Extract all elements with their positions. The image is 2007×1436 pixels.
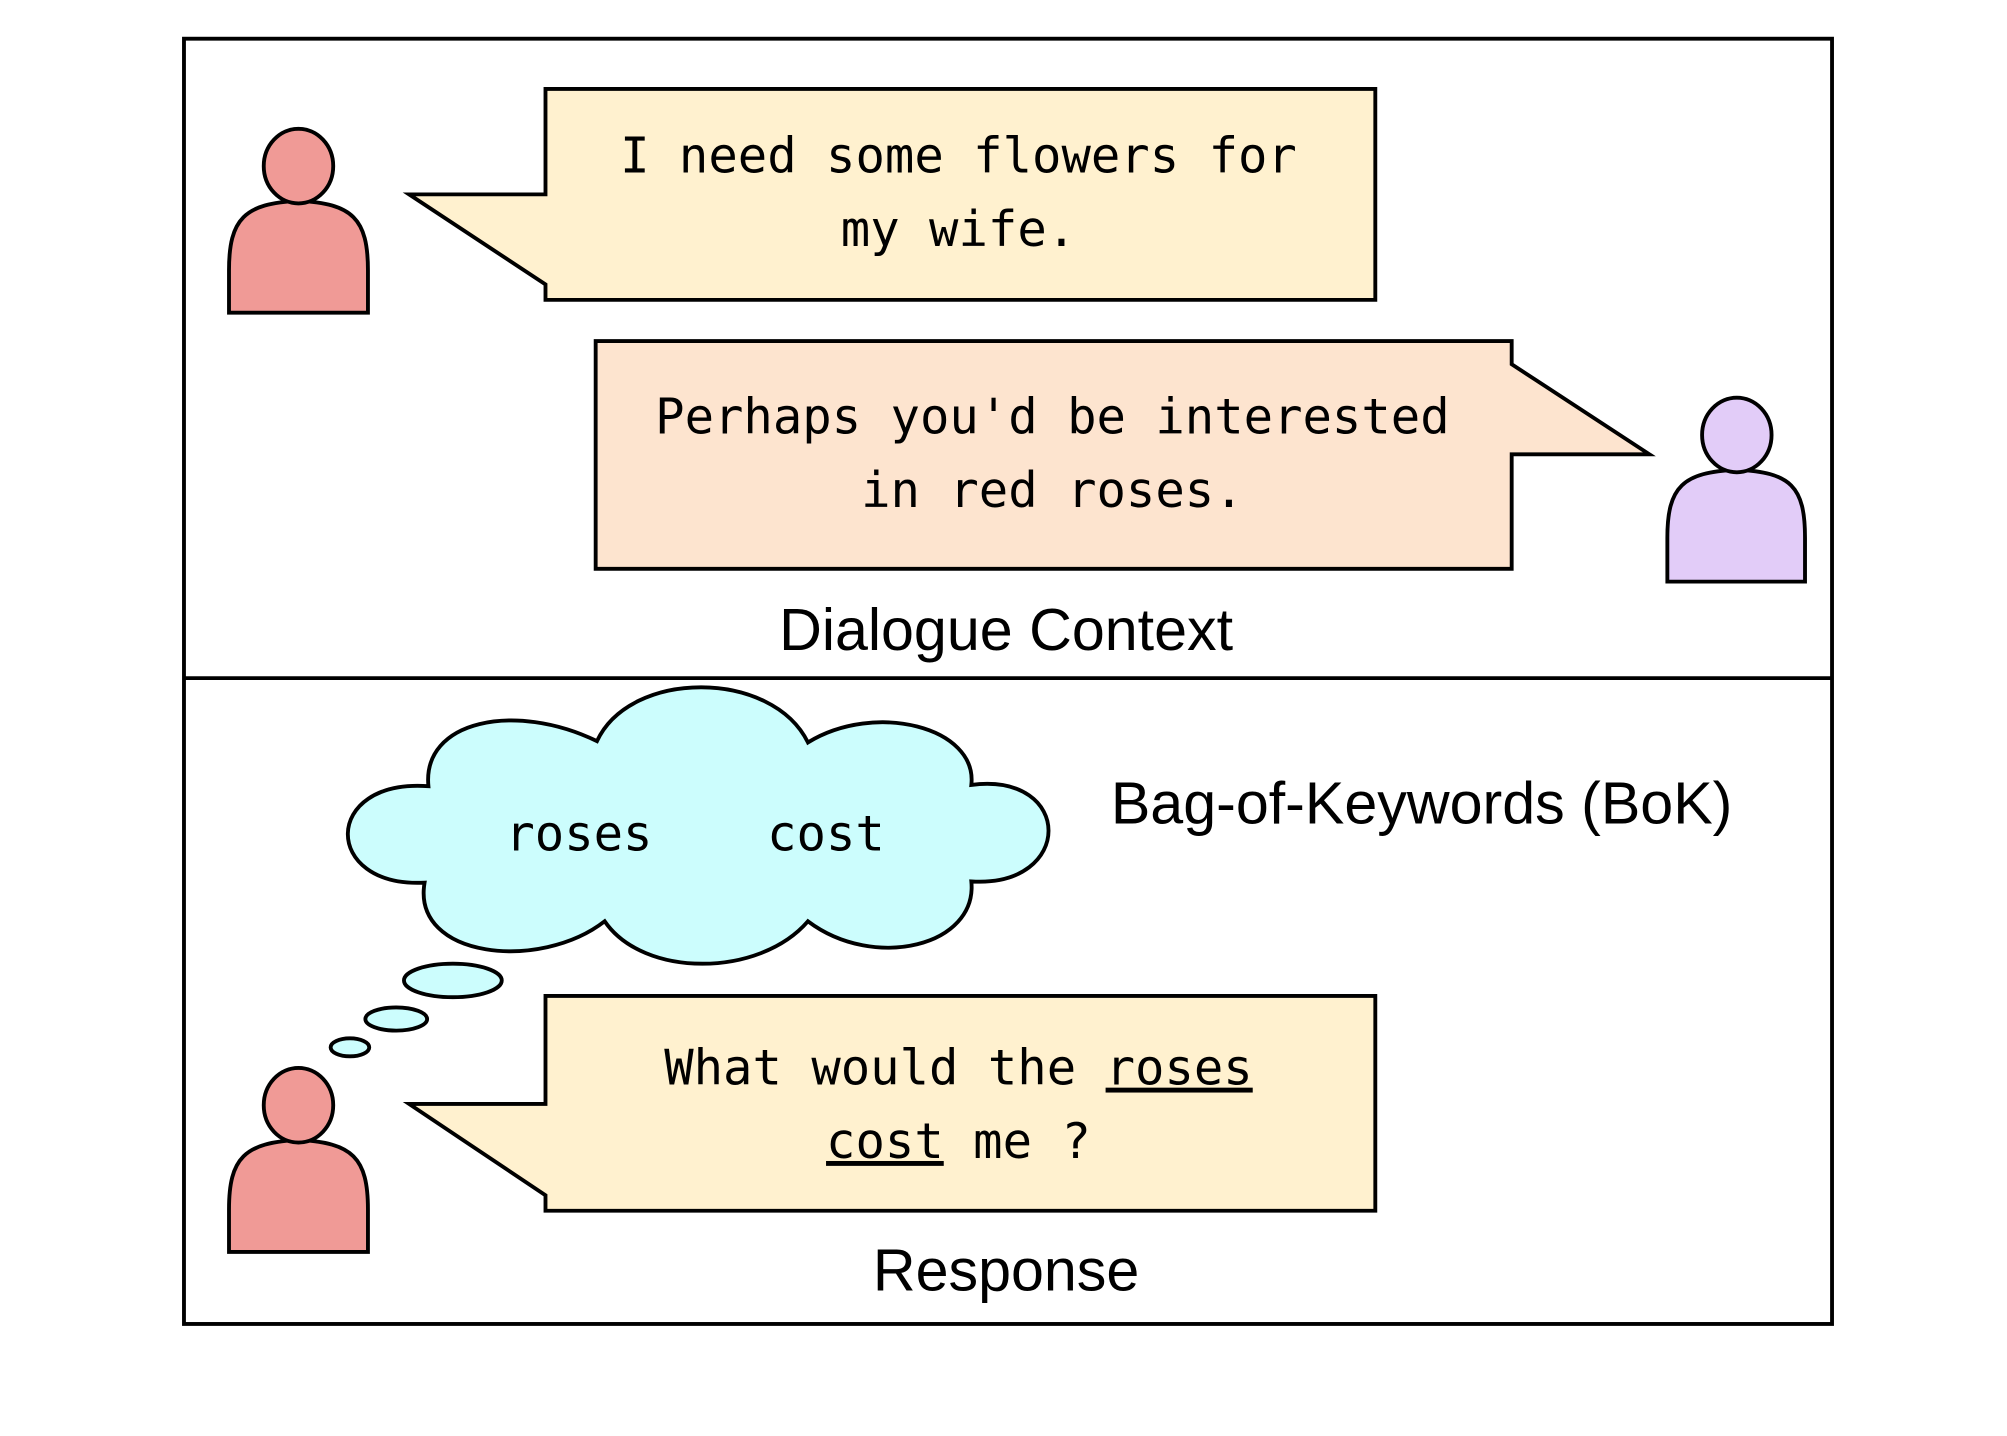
turn-1-line-1: I need some flowers for	[620, 128, 1297, 185]
thought-cloud: roses cost	[328, 685, 1051, 1059]
keyword-cost: cost	[767, 806, 885, 863]
outer-frame	[182, 36, 1834, 1326]
response-label: Response	[873, 1237, 1139, 1304]
person-head	[261, 1066, 336, 1145]
speech-bubble-turn-1: I need some flowers for my wife.	[402, 86, 1378, 302]
response-keyword-roses: roses	[1106, 1040, 1253, 1097]
user-a-person-icon	[227, 126, 370, 315]
turn-2-line-1: Perhaps you'd be interested	[655, 389, 1449, 446]
speech-bubble-shape	[402, 993, 1378, 1213]
person-body	[227, 198, 370, 315]
response-line-1: What would the roses	[664, 1040, 1253, 1097]
user-b-person-icon	[1665, 395, 1807, 584]
speech-bubble-shape	[593, 339, 1656, 571]
thought-bubble-large	[402, 961, 504, 1000]
bok-label: Bag-of-Keywords (BoK)	[1111, 769, 1733, 836]
user-a-response-person-icon	[227, 1066, 370, 1254]
response-line-1-plain: What would the	[664, 1040, 1105, 1097]
person-head	[261, 126, 336, 206]
speech-bubble-response: What would the roses cost me ?	[402, 993, 1378, 1213]
context-section: I need some flowers for my wife. Perhaps…	[227, 86, 1807, 663]
response-section: roses cost Bag-of-Keywords (BoK) What wo…	[227, 685, 1733, 1304]
dialogue-context-label: Dialogue Context	[779, 596, 1233, 663]
person-head	[1700, 395, 1774, 475]
speech-bubble-shape	[402, 86, 1378, 302]
turn-1-line-2: my wife.	[841, 201, 1076, 258]
thought-cloud-shape	[345, 685, 1051, 966]
response-line-2-plain: me ?	[944, 1113, 1091, 1170]
thought-bubble-small	[328, 1036, 372, 1059]
response-line-2: cost me ?	[826, 1113, 1091, 1170]
thought-bubble-medium	[363, 1005, 430, 1033]
response-keyword-cost: cost	[826, 1113, 944, 1170]
person-body	[227, 1138, 370, 1254]
turn-2-line-2: in red roses.	[861, 462, 1244, 519]
person-body	[1665, 467, 1807, 584]
speech-bubble-turn-2: Perhaps you'd be interested in red roses…	[593, 339, 1656, 571]
keyword-roses: roses	[505, 806, 652, 863]
